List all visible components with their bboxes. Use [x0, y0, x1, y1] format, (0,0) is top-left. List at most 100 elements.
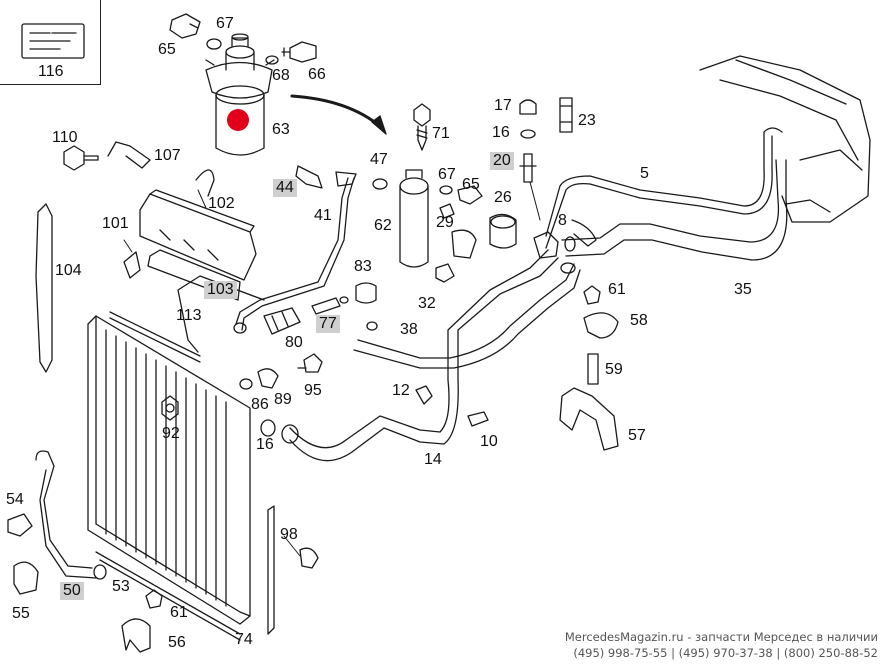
- arrow-head: [371, 115, 387, 135]
- clamp-58: [583, 312, 619, 339]
- callout-103: 103: [204, 281, 237, 299]
- cap-17: [519, 99, 537, 115]
- clamp-29: [451, 229, 477, 259]
- bolt-110: [63, 145, 99, 171]
- callout-63: 63: [272, 121, 290, 138]
- callout-56: 56: [168, 634, 186, 651]
- cap-83: [355, 282, 377, 304]
- callout-101: 101: [102, 215, 129, 232]
- callout-95: 95: [304, 382, 322, 399]
- o-ring-68: [265, 55, 279, 65]
- callout-71: 71: [432, 125, 450, 142]
- callout-26: 26: [494, 189, 512, 206]
- callout-58: 58: [630, 312, 648, 329]
- callout-54: 54: [6, 491, 24, 508]
- callout-29: 29: [436, 214, 454, 231]
- callout-61b: 61: [170, 604, 188, 621]
- highlight-marker: [227, 109, 249, 131]
- o-ring-67: [206, 38, 222, 50]
- footer-phone-line: (495) 998-75-55 | (495) 970-37-38 | (800…: [573, 646, 878, 660]
- clip-101: [123, 251, 141, 279]
- callout-38: 38: [400, 321, 418, 338]
- callout-10: 10: [480, 433, 498, 450]
- callout-14: 14: [424, 451, 442, 468]
- screw-95: [297, 353, 323, 373]
- wire-107: [195, 169, 215, 197]
- callout-89: 89: [274, 391, 292, 408]
- bush-54: [7, 513, 33, 537]
- valve-80: [263, 307, 301, 335]
- callout-62: 62: [374, 217, 392, 234]
- callout-107: 107: [154, 147, 181, 164]
- callout-16b: 16: [256, 436, 274, 453]
- nut-61a: [583, 285, 601, 305]
- switch-65: [169, 13, 201, 39]
- callout-80: 80: [285, 334, 303, 351]
- clip-107: [107, 141, 151, 169]
- fitting-44: [295, 165, 323, 189]
- callout-74: 74: [235, 631, 253, 648]
- callout-66: 66: [308, 66, 326, 83]
- callout-8: 8: [558, 212, 567, 229]
- switch-65b: [457, 185, 483, 205]
- sensor-23: [559, 97, 573, 133]
- footer-shop-line: MercedesMagazin.ru - запчасти Мерседес в…: [564, 630, 878, 644]
- callout-86: 86: [251, 396, 269, 413]
- callout-83: 83: [354, 258, 372, 275]
- legend-box: [0, 0, 101, 85]
- rubber-89: [257, 368, 279, 389]
- callout-98: 98: [280, 526, 298, 543]
- callout-57: 57: [628, 427, 646, 444]
- callout-5: 5: [640, 165, 649, 182]
- strip-98: [267, 505, 275, 635]
- callout-59: 59: [605, 361, 623, 378]
- nut-61b: [145, 589, 163, 609]
- callout-67: 67: [216, 15, 234, 32]
- callout-116: 116: [38, 63, 64, 80]
- pipe-14: [289, 231, 581, 462]
- fitting-16b: [281, 424, 299, 444]
- pipe-41: [233, 171, 357, 334]
- valve-77: [311, 296, 349, 315]
- callout-17: 17: [494, 97, 512, 114]
- bolt-32: [435, 263, 455, 283]
- callout-53: 53: [112, 578, 130, 595]
- rubber-55: [13, 561, 39, 595]
- bracket-57: [559, 387, 619, 451]
- bolt-71: [413, 103, 431, 151]
- clamp-56: [121, 618, 151, 653]
- o-ring-38: [366, 321, 378, 331]
- callout-77: 77: [316, 315, 340, 333]
- switch-66: [281, 41, 317, 63]
- nut-12: [415, 385, 433, 405]
- callout-68: 68: [272, 67, 290, 84]
- callout-102: 102: [208, 195, 235, 212]
- o-ring-47: [372, 178, 388, 190]
- bush-86: [239, 378, 253, 390]
- callout-65: 65: [158, 41, 176, 58]
- hose-50: [35, 450, 97, 579]
- legend-icon: [21, 23, 85, 59]
- valve-20: [519, 153, 537, 183]
- o-ring-16b: [260, 419, 276, 437]
- clip-98: [299, 547, 319, 569]
- bracket-26: [489, 213, 517, 249]
- callout-113: 113: [176, 307, 202, 324]
- callout-67b: 67: [438, 166, 456, 183]
- callout-61: 61: [608, 281, 626, 298]
- callout-92: 92: [162, 425, 180, 442]
- callout-12: 12: [392, 382, 410, 399]
- callout-110: 110: [52, 129, 78, 146]
- bolt-59: [587, 353, 599, 385]
- valve-10: [467, 411, 489, 427]
- fitting-53: [93, 564, 107, 580]
- callout-20: 20: [490, 152, 514, 170]
- callout-44: 44: [273, 179, 297, 197]
- nut-92: [161, 395, 179, 421]
- part-29: [439, 203, 455, 219]
- callout-47: 47: [370, 151, 388, 168]
- bracket-104: [35, 203, 53, 373]
- leader-lines: [123, 181, 541, 557]
